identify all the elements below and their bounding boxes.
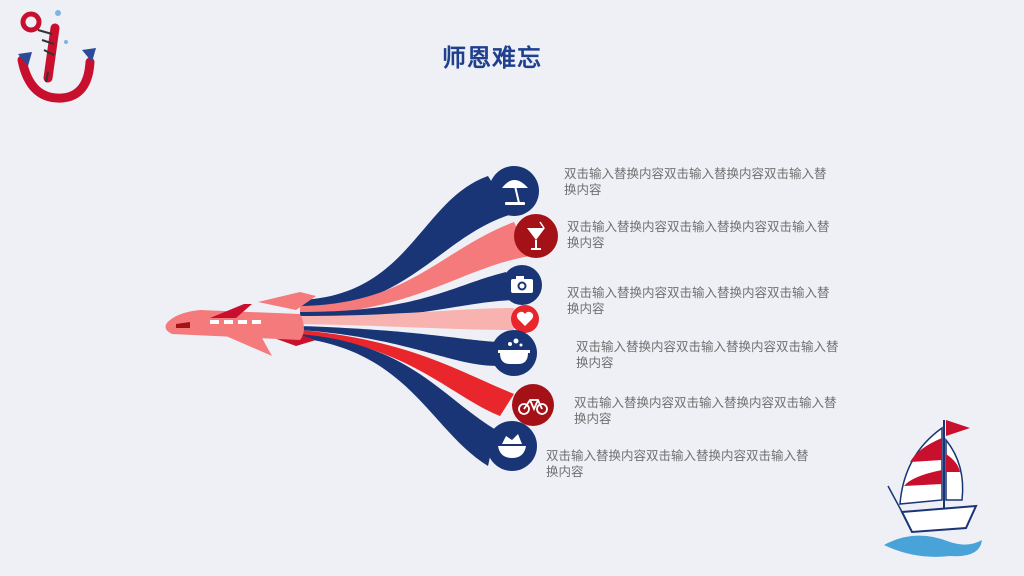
item-circle-1[interactable] bbox=[489, 166, 539, 216]
anchor-icon bbox=[17, 10, 96, 103]
item-text-2: 双击输入替换内容双击输入替换内容双击输入替换内容 bbox=[567, 219, 830, 250]
airplane-icon bbox=[165, 292, 316, 356]
slide-title: 师恩难忘 bbox=[442, 44, 542, 72]
item-circle-2[interactable] bbox=[514, 214, 558, 258]
beach-umbrella-icon bbox=[502, 180, 528, 205]
item-text-4: 双击输入替换内容双击输入替换内容双击输入替换内容 bbox=[576, 339, 839, 370]
item-circle-7[interactable] bbox=[487, 421, 537, 471]
sailboat-icon bbox=[884, 420, 982, 557]
item-circle-3[interactable] bbox=[502, 265, 542, 305]
bicycle-icon bbox=[518, 399, 548, 415]
item-circle-6[interactable] bbox=[512, 384, 554, 426]
item-circle-5[interactable] bbox=[491, 330, 537, 376]
camera-icon bbox=[511, 276, 533, 293]
item-text-3: 双击输入替换内容双击输入替换内容双击输入替换内容 bbox=[567, 285, 830, 316]
item-circle-4[interactable] bbox=[511, 305, 539, 333]
item-text-5: 双击输入替换内容双击输入替换内容双击输入替换内容 bbox=[574, 395, 837, 426]
item-text-6: 双击输入替换内容双击输入替换内容双击输入替换内容 bbox=[546, 448, 809, 479]
food-bowl-icon bbox=[498, 434, 526, 458]
item-text-1: 双击输入替换内容双击输入替换内容双击输入替换内容 bbox=[564, 166, 827, 197]
bathtub-icon bbox=[498, 338, 530, 364]
heart-icon bbox=[516, 311, 534, 326]
ribbon-fan bbox=[300, 176, 530, 466]
cocktail-icon bbox=[527, 221, 545, 250]
